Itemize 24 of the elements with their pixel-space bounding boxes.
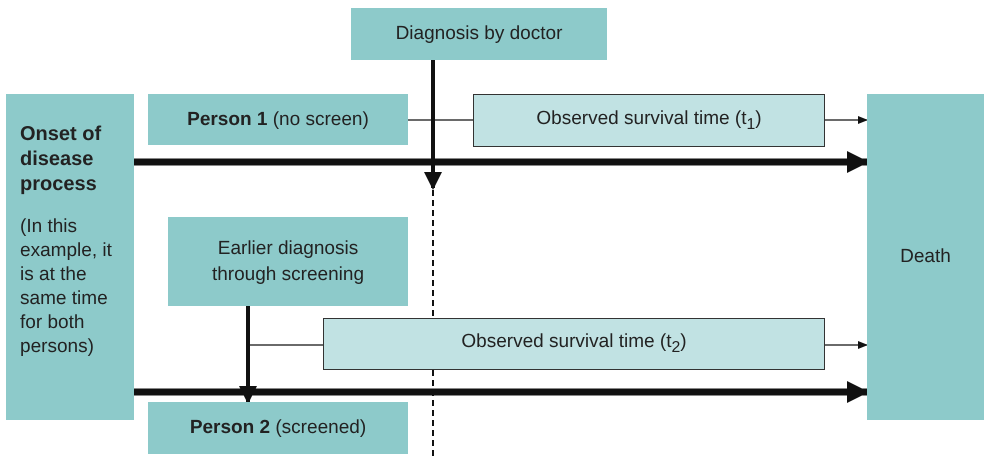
survival-bar (323, 318, 825, 370)
label-text: (In this example, it is at the same time for both persons) (20, 215, 113, 359)
arrow (424, 60, 442, 190)
label-box (168, 217, 408, 306)
label-text: Diagnosis by doctor (396, 23, 562, 45)
label-box (148, 94, 408, 145)
label-text: Observed survival time (t$_{2}$) (461, 331, 687, 357)
label-text: Earlier diagnosis through screening (210, 236, 366, 286)
side-panel (6, 94, 134, 420)
arrow (134, 381, 869, 403)
label-box (148, 402, 408, 454)
label-text: Person 2 (screened) (190, 417, 366, 439)
label-text: Observed survival time (t$_{1}$) (536, 108, 762, 134)
label-text: Death (900, 246, 951, 268)
arrow (825, 116, 868, 124)
label-text: Person 1 (no screen) (187, 108, 369, 130)
arrow (134, 151, 869, 173)
heading: Onset of disease process (20, 122, 102, 197)
side-panel (867, 94, 984, 420)
label-box (351, 8, 607, 60)
arrow (825, 341, 868, 349)
survival-bar (473, 94, 825, 147)
arrow (239, 306, 257, 404)
connector-line (408, 119, 473, 121)
